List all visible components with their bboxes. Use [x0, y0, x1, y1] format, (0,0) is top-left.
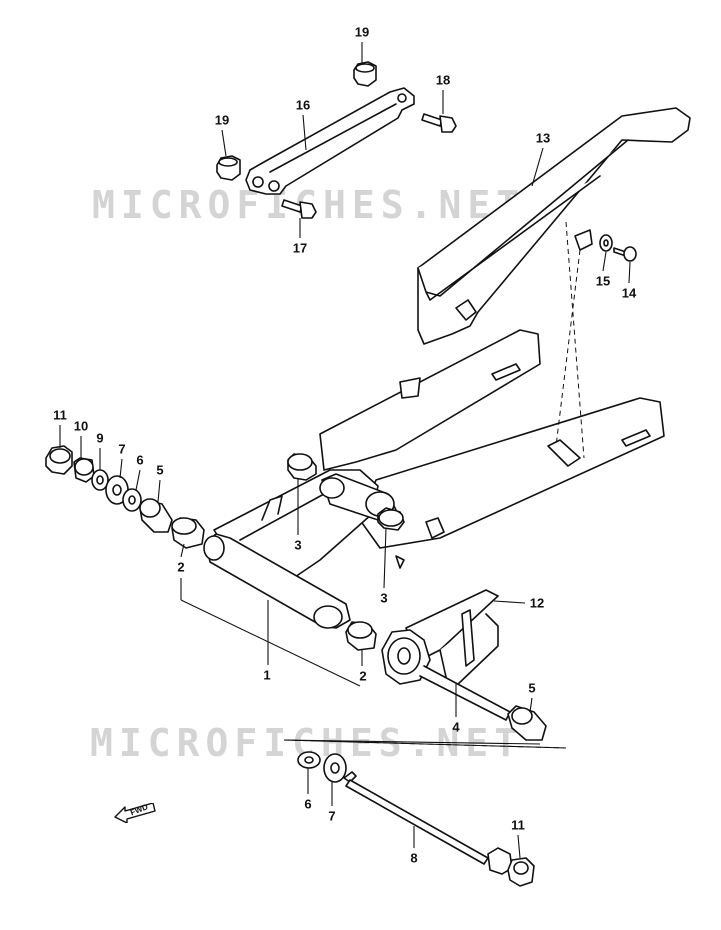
- pivot-bolt-part-8: [343, 771, 513, 875]
- collar-part-5-right: [507, 705, 547, 741]
- nut-part-11-left: [45, 445, 73, 475]
- callout-3: 3: [380, 590, 388, 606]
- collar-part-5-left: [139, 498, 173, 533]
- forward-arrow-icon: [114, 803, 156, 823]
- torque-rod-part-16: [245, 87, 415, 195]
- collar-part-19-top: [353, 61, 377, 87]
- collar-part-19-left: [216, 155, 241, 181]
- nut-part-11-bottom: [507, 857, 535, 887]
- bearing-part-2-right: [345, 621, 377, 651]
- callout-7: 7: [328, 808, 336, 824]
- callout-11: 11: [511, 817, 525, 833]
- callout-17: 17: [292, 240, 308, 256]
- callout-7: 7: [118, 441, 126, 457]
- washer-part-6-bottom: [297, 751, 321, 769]
- callout-11: 11: [53, 407, 67, 423]
- bushing-part-3-right: [377, 507, 405, 531]
- callout-19: 19: [214, 112, 230, 128]
- chain-guard-part-13: [417, 107, 691, 345]
- callout-5: 5: [156, 462, 164, 478]
- callout-12: 12: [529, 595, 545, 611]
- bushing-part-3-left: [287, 453, 317, 481]
- bolt-part-18: [421, 113, 457, 133]
- callout-18: 18: [435, 72, 451, 88]
- callout-3: 3: [294, 537, 302, 553]
- washer-part-7-bottom: [323, 753, 347, 783]
- bolt-part-17: [281, 199, 317, 219]
- callout-10: 10: [73, 418, 89, 434]
- callout-2: 2: [177, 559, 185, 575]
- alignment-lines: [283, 221, 585, 749]
- bushing-part-10: [73, 457, 95, 483]
- callout-14: 14: [621, 285, 637, 301]
- callout-13: 13: [535, 130, 551, 146]
- callout-8: 8: [410, 850, 418, 866]
- washer-part-9: [91, 469, 109, 491]
- callout-4: 4: [452, 719, 460, 735]
- washer-part-15: [599, 234, 613, 252]
- callout-6: 6: [304, 796, 312, 812]
- callout-19: 19: [354, 24, 370, 40]
- callout-5: 5: [528, 680, 536, 696]
- swingarm-part-1: [203, 329, 665, 629]
- callout-1: 1: [263, 667, 271, 683]
- washer-part-6-left: [122, 488, 142, 512]
- callout-6: 6: [136, 452, 144, 468]
- bearing-part-2-left: [171, 517, 205, 549]
- screw-part-14: [613, 246, 637, 262]
- callout-16: 16: [295, 97, 311, 113]
- callout-15: 15: [595, 273, 611, 289]
- callout-2: 2: [359, 668, 367, 684]
- callout-9: 9: [96, 430, 104, 446]
